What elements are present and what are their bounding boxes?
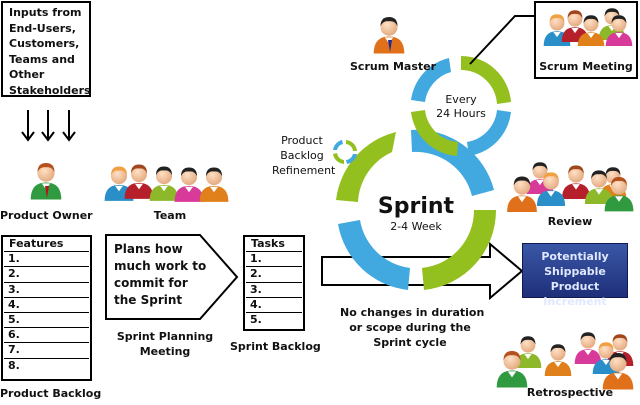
daily-line: 24 Hours	[436, 107, 486, 120]
down-arrow-head	[62, 131, 76, 142]
note-line: Sprint cycle	[373, 336, 447, 349]
refinement-line: Backlog	[280, 149, 324, 162]
note-line: or scope during the	[349, 321, 471, 334]
sprint-backlog-label: Sprint Backlog	[230, 340, 321, 353]
potentially-shippable-increment: Potentially Shippable Product Increment	[522, 243, 628, 308]
product-owner-avatar	[30, 163, 62, 200]
retrospective-label: Retrospective	[526, 386, 614, 399]
inputs-line: Inputs from	[9, 6, 82, 19]
sprint-backlog-table: Tasks 1. 2. 3. 4. 5.	[243, 235, 305, 331]
table-row: 1.	[4, 252, 89, 268]
down-arrow-head	[21, 131, 35, 142]
scrum-meeting-box: Scrum Meeting	[534, 1, 638, 79]
planning-line: the Sprint	[114, 293, 183, 307]
scrum-meeting-group-icon	[543, 8, 633, 46]
table-row: 1.	[246, 252, 302, 268]
review-label: Review	[547, 215, 593, 228]
daily-cycle-icon	[411, 55, 511, 156]
table-row: 8.	[8, 358, 20, 372]
increment-line: Shippable Product	[544, 265, 606, 293]
planning-line: Plans how	[114, 242, 183, 256]
down-arrow-head	[41, 131, 55, 142]
table-row: 4.	[4, 298, 89, 313]
scrum-meeting-label: Scrum Meeting	[539, 60, 633, 73]
daily-cycle-text: Every 24 Hours	[431, 93, 491, 121]
scrum-master-label: Scrum Master	[350, 60, 437, 73]
product-backlog-label: Product Backlog	[0, 387, 102, 400]
team-label: Team	[153, 209, 187, 222]
sprint-duration: 2-4 Week	[390, 220, 442, 233]
refinement-text: Product Backlog Refinement	[272, 133, 336, 178]
input-arrows	[21, 110, 76, 142]
scrum-master-avatar	[373, 17, 405, 54]
table-row: 3.	[4, 283, 89, 298]
inputs-line: Other	[9, 68, 45, 81]
sprint-planning-text: Plans how much work to commit for the Sp…	[114, 241, 206, 309]
review-group-icon	[507, 162, 634, 212]
daily-line: Every	[445, 93, 477, 106]
table-header: Features	[4, 237, 89, 253]
sprint-note: No changes in duration or scope during t…	[340, 305, 485, 350]
table-row: 2.	[246, 267, 302, 283]
product-owner-label: Product Owner	[0, 209, 93, 222]
note-line: No changes in duration	[340, 306, 485, 319]
table-header: Tasks	[246, 237, 302, 253]
planning-label-line: Sprint Planning	[116, 330, 214, 343]
sprint-title: Sprint	[377, 194, 455, 219]
product-backlog-table: Features 1. 2. 3. 4. 5. 6. 7. 8.	[1, 235, 92, 381]
inputs-line: Stakeholders	[9, 83, 91, 97]
planning-label-line: Meeting	[139, 345, 191, 358]
inputs-line: Teams and	[9, 52, 75, 66]
refinement-line: Product	[281, 134, 323, 147]
table-row: 7.	[4, 343, 89, 359]
table-row: 2.	[4, 267, 89, 283]
sprint-planning-label: Sprint Planning Meeting	[110, 329, 220, 359]
increment-line: Potentially	[541, 250, 609, 263]
table-row: 3.	[246, 283, 302, 298]
inputs-line: Customers,	[9, 37, 80, 50]
retrospective-group-icon	[496, 332, 634, 390]
inputs-line: End-Users,	[9, 21, 76, 35]
table-row: 5.	[250, 312, 262, 326]
table-row: 4.	[246, 298, 302, 313]
table-row: 6.	[4, 328, 89, 344]
planning-line: much work to	[114, 259, 207, 273]
stakeholder-inputs-box: Inputs from End-Users, Customers, Teams …	[1, 1, 91, 97]
increment-line: Increment	[543, 295, 607, 308]
refinement-cycle-icon	[333, 140, 357, 164]
refinement-line: Refinement	[272, 164, 336, 177]
sprint-planning-shape	[105, 234, 239, 320]
scrum-meeting-connector	[469, 15, 534, 65]
table-row: 5.	[4, 313, 89, 329]
planning-line: commit for	[114, 276, 188, 290]
